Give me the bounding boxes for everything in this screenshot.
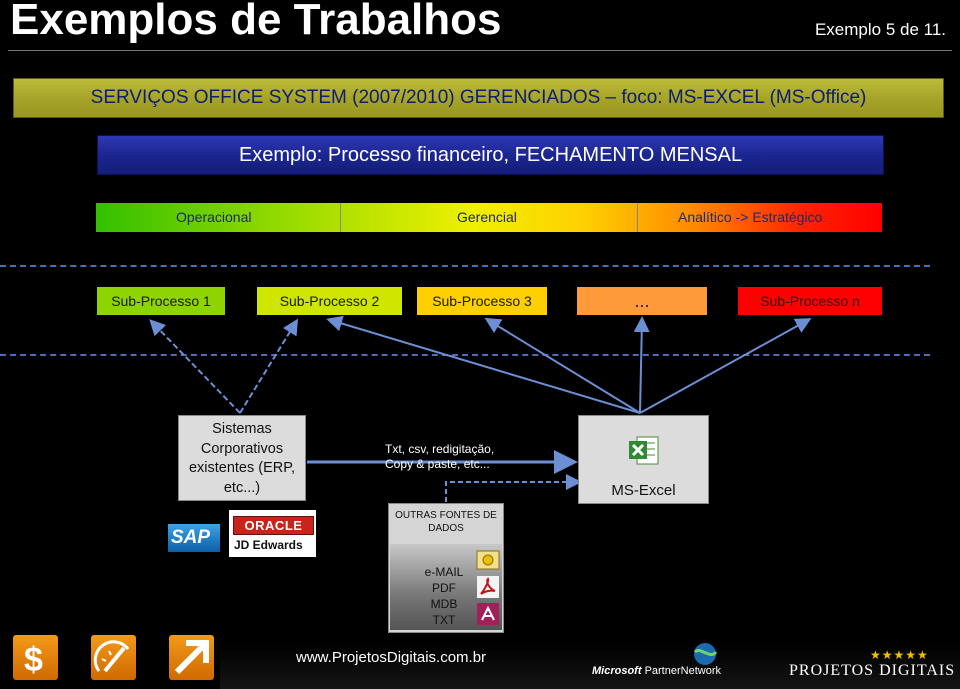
dashed-divider-bottom <box>0 354 930 356</box>
example-banner: Exemplo: Processo financeiro, FECHAMENTO… <box>97 135 884 175</box>
subprocess-ellipsis-label: ... <box>634 290 650 311</box>
dollar-tile[interactable]: $ <box>13 635 58 680</box>
rating-stars: ★★★★★ <box>870 648 929 662</box>
growth-tile[interactable] <box>169 635 214 680</box>
example-banner-text: Exemplo: Processo financeiro, FECHAMENTO… <box>238 143 743 166</box>
other-sources-box: OUTRAS FONTES DE DADOS e-MAIL PDF MDB TX… <box>388 503 504 633</box>
website-link[interactable]: www.ProjetosDigitais.com.br <box>296 649 487 666</box>
dollar-icon: $ <box>24 641 43 679</box>
jd-edwards-logo: JD Edwards <box>234 538 303 552</box>
pdf-icon <box>477 576 499 598</box>
sap-logo: SAP <box>168 524 220 552</box>
transfer-line-1: Txt, csv, redigitação, <box>385 442 495 456</box>
gauge-icon <box>93 640 130 673</box>
gauge-tile[interactable] <box>91 635 136 680</box>
arrow-to-subprocess-1 <box>149 319 241 414</box>
strip-divider <box>637 203 638 232</box>
subprocess-n-label: Sub-Processo n <box>760 293 860 309</box>
email-icon <box>476 550 500 570</box>
corporate-systems-label: Sistemas Corporativos existentes (ERP, e… <box>188 421 296 496</box>
arrow-to-subprocess-2b <box>326 315 641 414</box>
levels-strip: Operacional Gerencial Analítico -> Estra… <box>96 203 882 232</box>
subprocess-1: Sub-Processo 1 <box>97 287 225 315</box>
oracle-jde-logo: ORACLE JD Edwards <box>229 510 316 557</box>
other-sources-title: OUTRAS FONTES DE DADOS <box>395 510 497 534</box>
subprocess-ellipsis: ... <box>577 287 707 315</box>
access-icon <box>477 603 499 625</box>
level-managerial: Gerencial <box>457 209 517 225</box>
company-logo: PROJETOS DIGITAIS <box>789 662 956 679</box>
transfer-line-2: Copy & paste, etc... <box>385 457 490 471</box>
page-title: Exemplos de Trabalhos <box>10 0 502 44</box>
corporate-systems-box: Sistemas Corporativos existentes (ERP, e… <box>178 415 306 501</box>
subprocess-3-label: Sub-Processo 3 <box>432 293 532 309</box>
subprocess-1-label: Sub-Processo 1 <box>111 293 211 309</box>
subprocess-2-label: Sub-Processo 2 <box>279 293 380 309</box>
services-banner: SERVIÇOS OFFICE SYSTEM (2007/2010) GEREN… <box>13 78 944 118</box>
microsoft-partner-logo: Microsoft PartnerNetwork <box>592 665 721 677</box>
other-sources-body: e-MAIL PDF MDB TXT <box>390 544 502 630</box>
svg-text:$: $ <box>24 641 43 679</box>
level-analytical: Analítico -> Estratégico <box>678 209 823 225</box>
subprocess-n: Sub-Processo n <box>738 287 882 315</box>
partner-network-text: PartnerNetwork <box>644 665 721 677</box>
subprocess-2: Sub-Processo 2 <box>257 287 402 315</box>
strip-divider <box>340 203 341 232</box>
footer-bar <box>220 644 960 689</box>
microsoft-brand: Microsoft <box>592 665 642 677</box>
arrow-sources-to-excel <box>445 474 582 502</box>
source-mdb: MDB <box>430 597 458 611</box>
subprocess-3: Sub-Processo 3 <box>417 287 547 315</box>
services-banner-text: SERVIÇOS OFFICE SYSTEM (2007/2010) GEREN… <box>90 87 867 108</box>
arrow-to-subprocess-3 <box>484 317 641 414</box>
slide-counter: Exemplo 5 de 11. <box>814 20 946 39</box>
source-pdf: PDF <box>432 581 456 595</box>
title-divider <box>8 50 952 51</box>
arrow-to-subprocess-ellipsis <box>633 316 650 414</box>
arrow-to-subprocess-2 <box>239 318 299 414</box>
arrow-to-subprocess-n <box>639 318 812 414</box>
source-txt: TXT <box>432 613 456 627</box>
ms-excel-box: MS-Excel <box>578 415 709 504</box>
arrow-upright-icon <box>174 640 209 675</box>
transfer-methods-label: Txt, csv, redigitação, Copy & paste, etc… <box>385 442 494 472</box>
source-email: e-MAIL <box>424 565 464 579</box>
oracle-logo: ORACLE <box>233 516 314 535</box>
globe-icon <box>693 643 718 665</box>
level-operational: Operacional <box>176 209 252 225</box>
ms-excel-label: MS-Excel <box>611 482 676 499</box>
dashed-divider-top <box>0 265 930 267</box>
other-sources-list: e-MAIL PDF MDB TXT <box>412 564 476 628</box>
excel-icon <box>629 436 659 465</box>
